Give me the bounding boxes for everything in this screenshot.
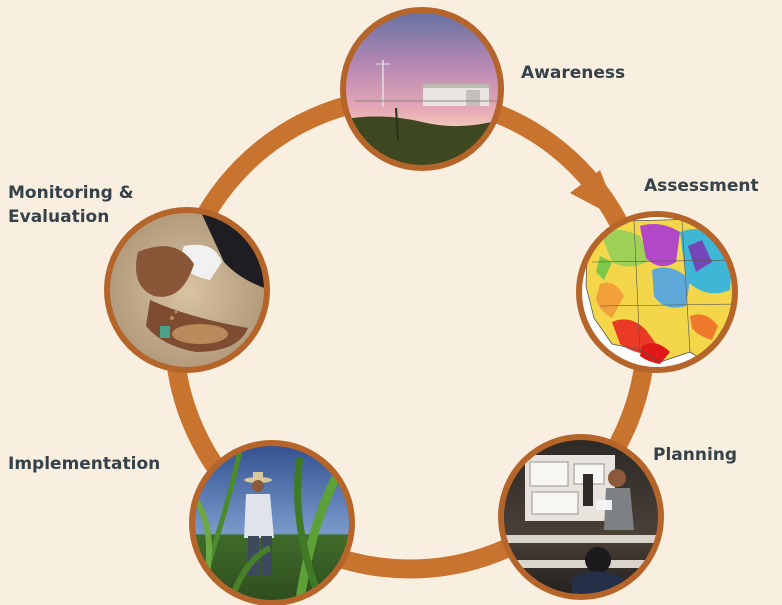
implementation-photo xyxy=(189,440,355,605)
assessment-photo xyxy=(576,211,738,373)
implementation-label: Implementation xyxy=(8,454,161,474)
planning-photo xyxy=(498,434,664,600)
cycle-arrowhead xyxy=(570,170,619,219)
awareness-photo xyxy=(340,7,504,171)
monitoring-evaluation-label: Monitoring & Evaluation xyxy=(8,183,134,227)
planning-label: Planning xyxy=(653,445,738,465)
assessment-label: Assessment xyxy=(644,176,759,196)
awareness-label: Awareness xyxy=(521,63,626,83)
monitoring-photo xyxy=(104,207,270,373)
